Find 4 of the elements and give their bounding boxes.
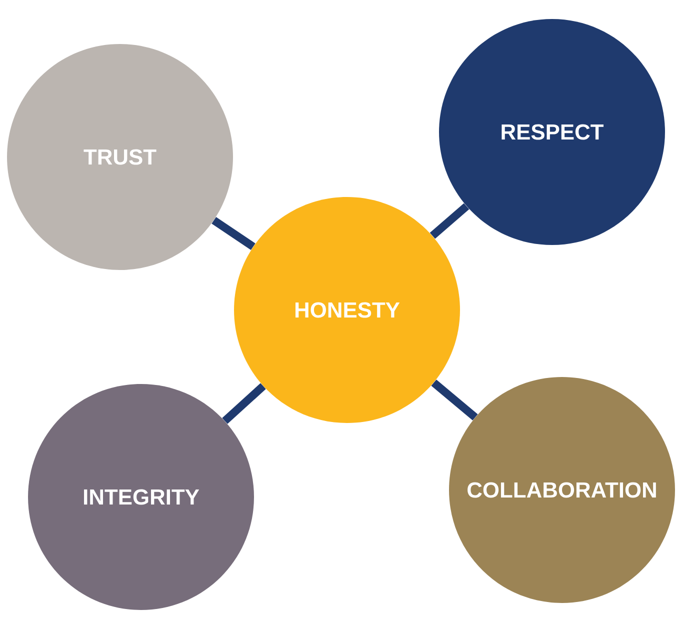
- connector-line: [212, 216, 256, 250]
- connector-line: [222, 383, 266, 424]
- connector-line: [431, 380, 478, 420]
- connector-line: [430, 203, 470, 239]
